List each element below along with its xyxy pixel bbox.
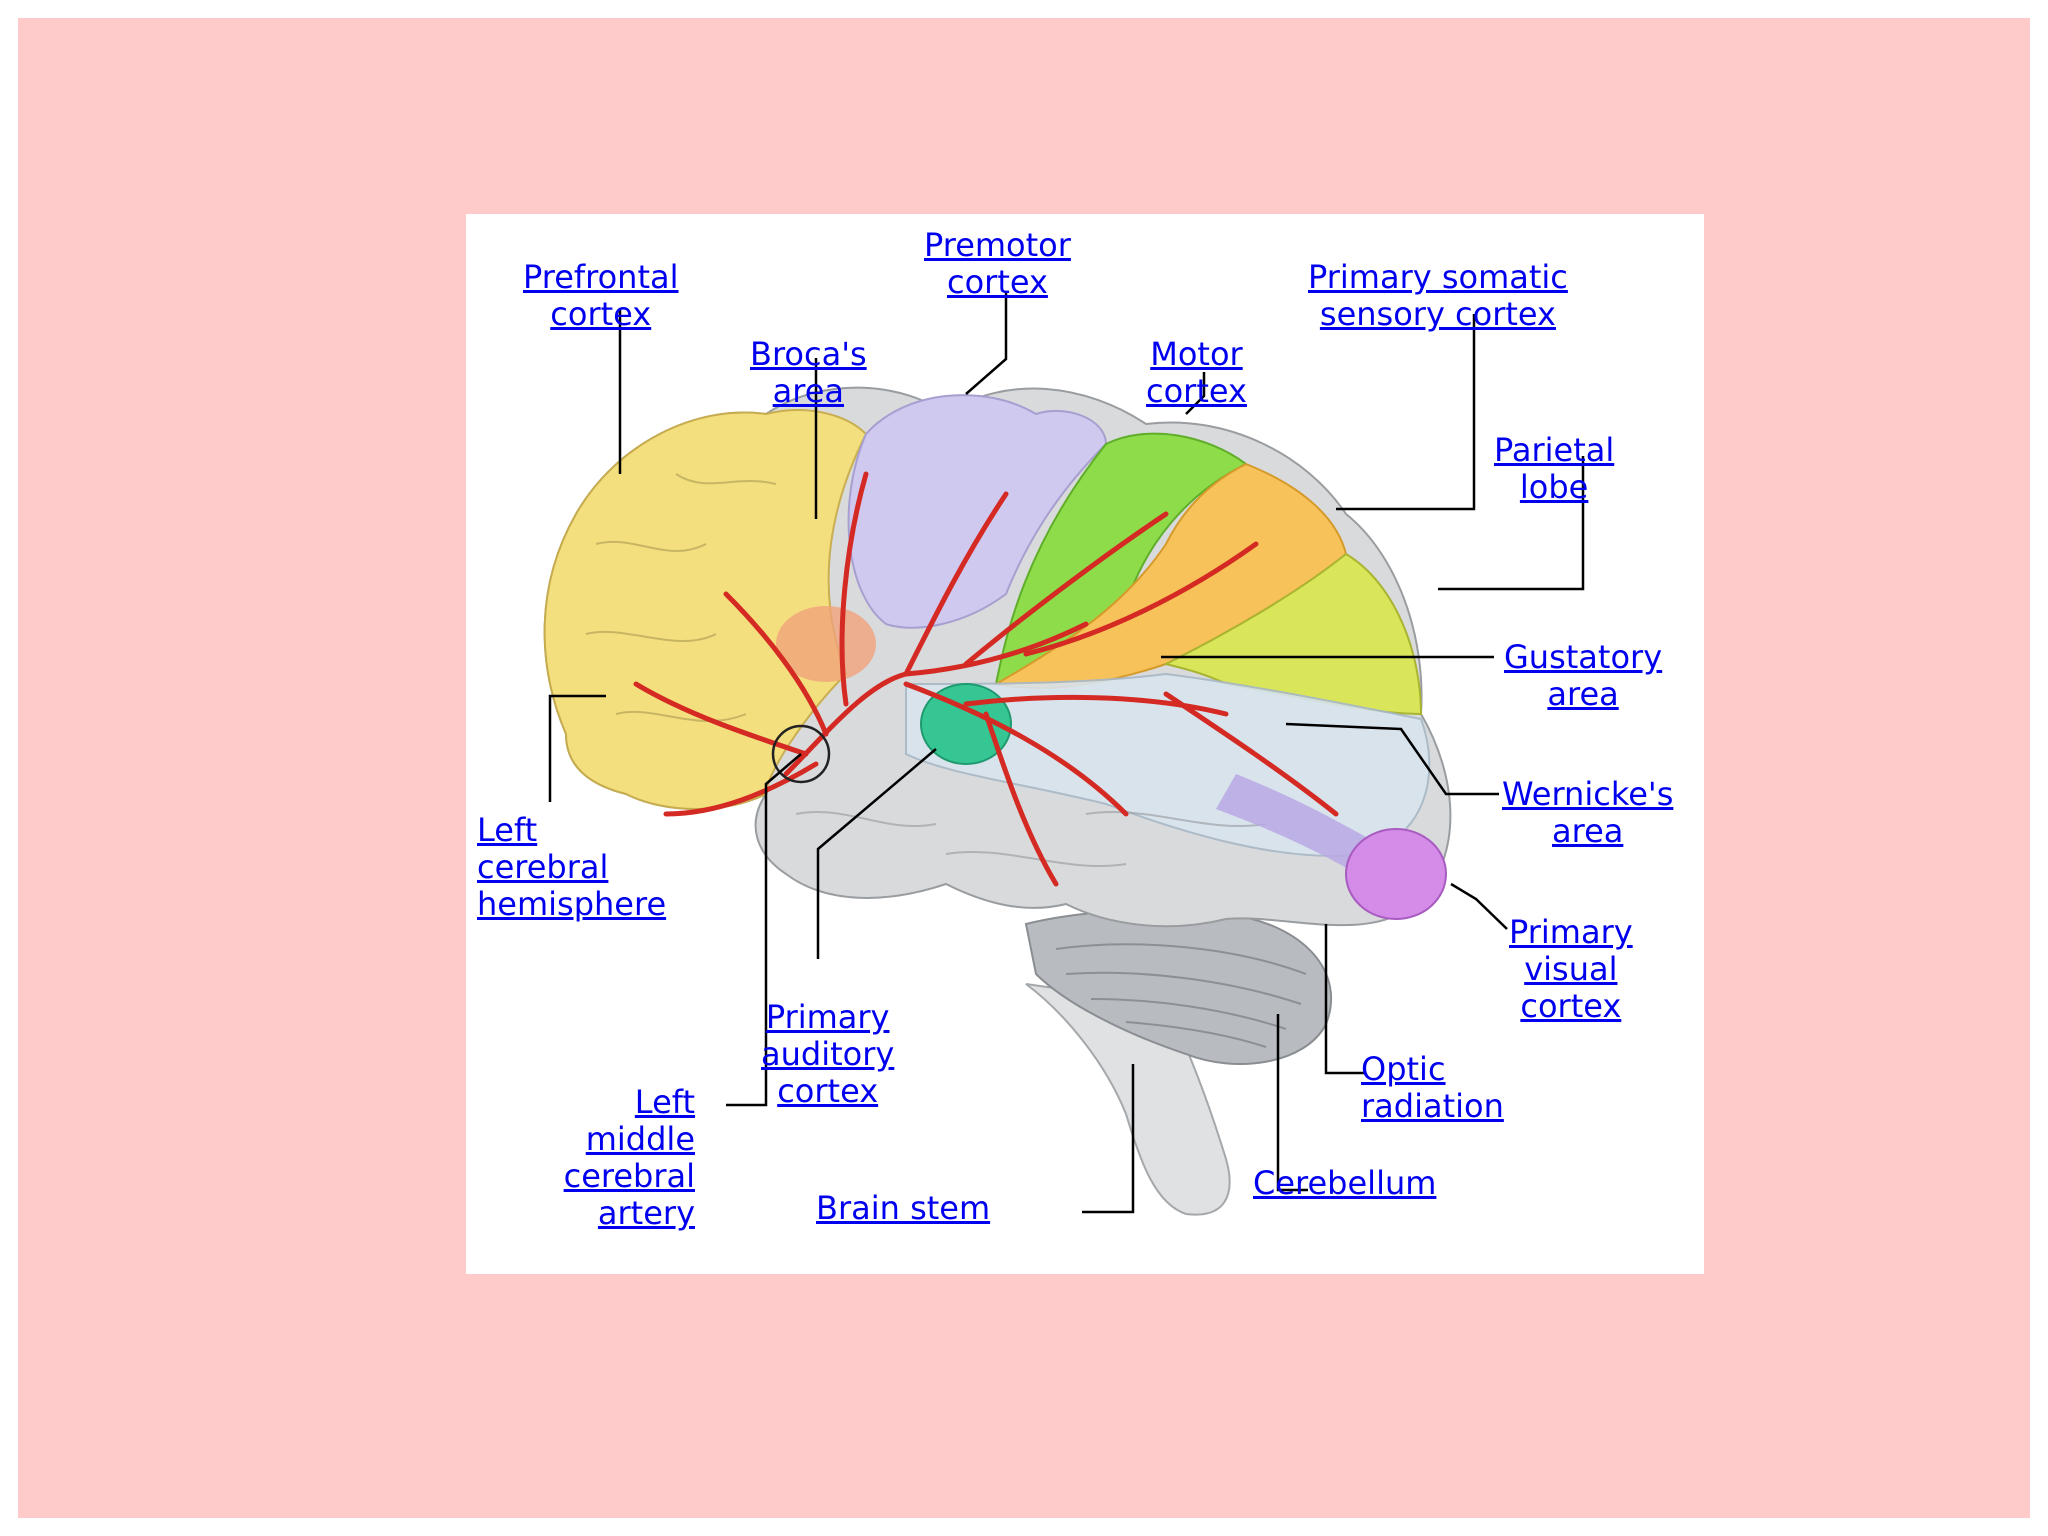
label-gustatory-area[interactable]: Gustatory area [1504,639,1662,713]
label-line: cortex [1146,373,1247,410]
label-line: Primary [1509,914,1633,951]
label-line: cerebral [477,849,666,886]
label-line: Broca's [750,336,867,373]
label-brocas-area[interactable]: Broca's area [750,336,867,410]
label-line: Primary [761,999,894,1036]
label-line: Cerebellum [1253,1165,1436,1202]
label-parietal-lobe[interactable]: Parietal lobe [1494,432,1614,506]
diagram-card: Prefrontal cortex Premotor cortex Broca'… [466,214,1704,1274]
label-premotor-cortex[interactable]: Premotor cortex [924,227,1071,301]
label-brain-stem[interactable]: Brain stem [816,1190,990,1227]
label-line: Gustatory [1504,639,1662,676]
label-line: cortex [523,296,679,333]
label-line: cortex [761,1073,894,1110]
label-left-cerebral-hemisphere[interactable]: Left cerebral hemisphere [477,812,666,923]
label-line: Left [491,1084,695,1121]
label-primary-visual-cortex[interactable]: Primary visual cortex [1509,914,1633,1025]
label-line: Primary somatic [1308,259,1568,296]
label-line: Premotor [924,227,1071,264]
label-line: Motor [1146,336,1247,373]
label-line: cortex [924,264,1071,301]
label-line: lobe [1494,469,1614,506]
label-line: artery [491,1195,695,1232]
label-line: area [1502,813,1673,850]
visual-cortex-region [1346,829,1446,919]
label-left-middle-cerebral-artery[interactable]: Left middle cerebral artery [491,1084,695,1232]
page-background: Prefrontal cortex Premotor cortex Broca'… [18,18,2030,1518]
label-optic-radiation[interactable]: Optic radiation [1361,1051,1504,1125]
cerebellum-region [1026,910,1331,1064]
label-line: hemisphere [477,886,666,923]
label-cerebellum[interactable]: Cerebellum [1253,1165,1436,1202]
label-primary-auditory-cortex[interactable]: Primary auditory cortex [761,999,894,1110]
label-motor-cortex[interactable]: Motor cortex [1146,336,1247,410]
label-line: Brain stem [816,1190,990,1227]
label-line: Optic [1361,1051,1504,1088]
label-line: area [1504,676,1662,713]
label-wernickes-area[interactable]: Wernicke's area [1502,776,1673,850]
label-line: middle [491,1121,695,1158]
label-line: sensory cortex [1308,296,1568,333]
label-line: auditory [761,1036,894,1073]
label-prefrontal-cortex[interactable]: Prefrontal cortex [523,259,679,333]
label-line: Wernicke's [1502,776,1673,813]
label-primary-somatic-sensory-cortex[interactable]: Primary somatic sensory cortex [1308,259,1568,333]
label-line: Left [477,812,666,849]
label-line: area [750,373,867,410]
label-line: cerebral [491,1158,695,1195]
label-line: visual [1509,951,1633,988]
label-line: radiation [1361,1088,1504,1125]
label-line: Parietal [1494,432,1614,469]
label-line: cortex [1509,988,1633,1025]
label-line: Prefrontal [523,259,679,296]
